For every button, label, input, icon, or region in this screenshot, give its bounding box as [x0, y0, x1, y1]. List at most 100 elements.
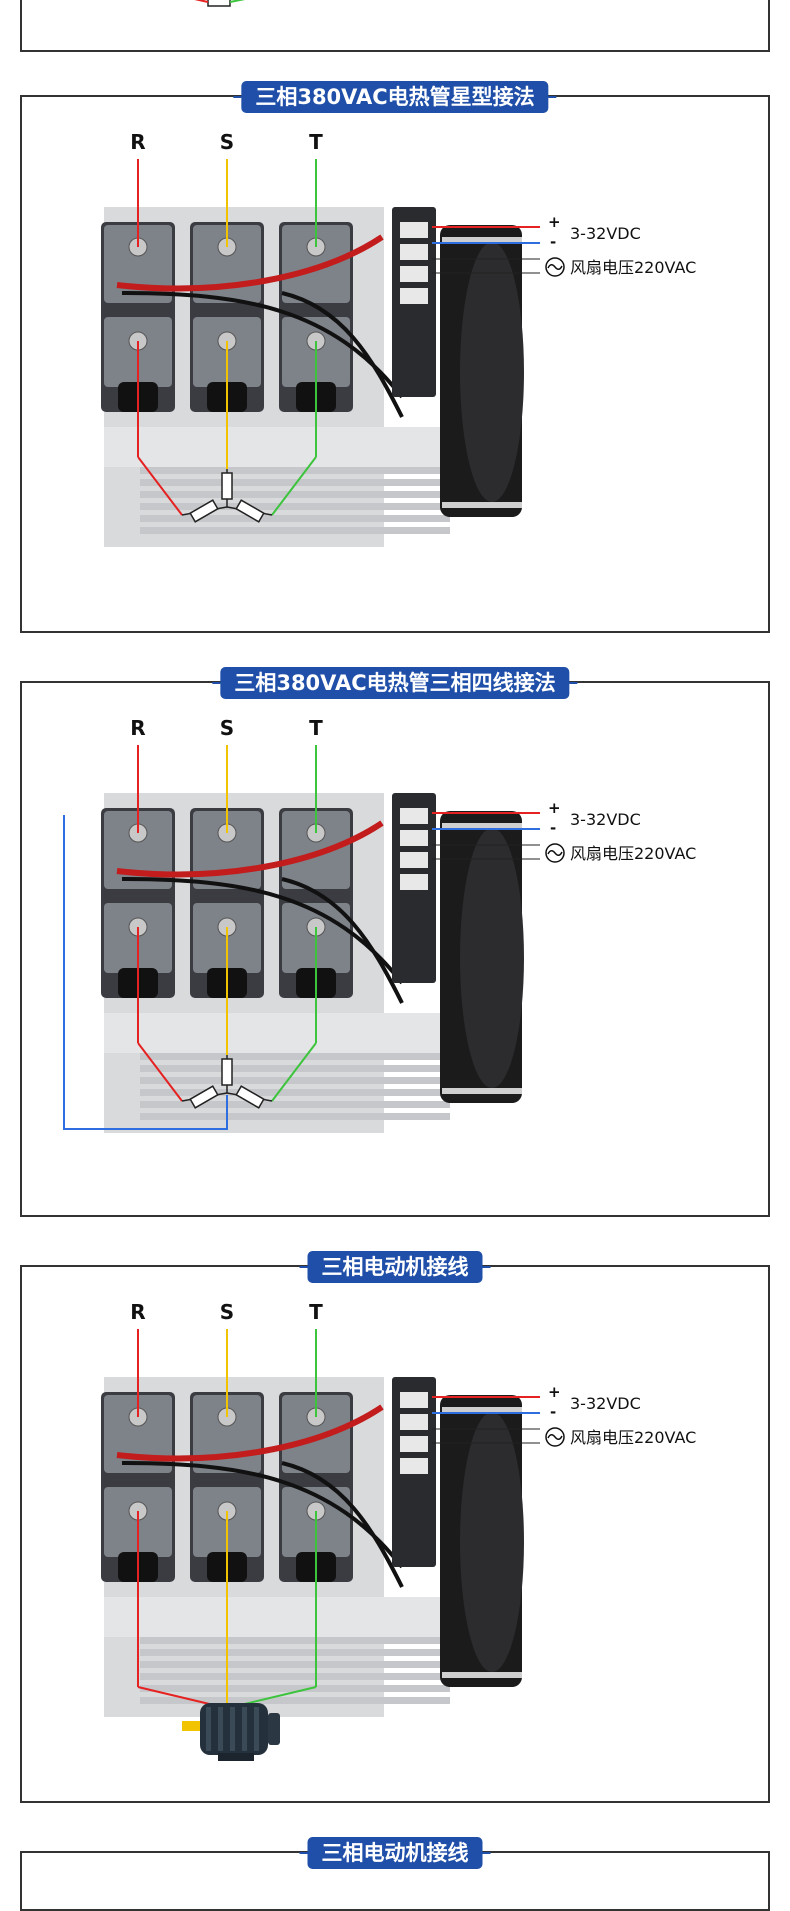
- terminal-screw: [400, 808, 428, 824]
- phase-wire-t-bottom: [271, 456, 317, 516]
- phase-wire-t-bottom: [271, 1042, 317, 1102]
- phase-label-s: S: [220, 716, 234, 740]
- heatsink-fin: [140, 1673, 450, 1680]
- fan-blades: [460, 1412, 524, 1672]
- heatsink-fin: [140, 1089, 450, 1096]
- partial-diagram: [194, 0, 246, 7]
- fan-voltage-label: 风扇电压220VAC: [570, 1428, 696, 1447]
- phase-label-r: R: [130, 716, 145, 740]
- dc-voltage-label: 3-32VDC: [570, 224, 641, 243]
- heatsink-fin: [140, 1065, 450, 1072]
- relay-cover-top: [282, 225, 350, 303]
- relay-cover-top: [282, 1395, 350, 1473]
- dc-voltage-label: 3-32VDC: [570, 1394, 641, 1413]
- load-wiring: [137, 341, 317, 523]
- ac-symbol-icon: [545, 843, 565, 863]
- phase-wire-r-bottom: [137, 456, 183, 516]
- motor-fin: [254, 1707, 259, 1751]
- section-title: 三相电动机接线: [299, 1837, 491, 1869]
- phase-label-t: T: [309, 1300, 323, 1324]
- heater-element: [189, 1085, 219, 1109]
- heatsink-fin: [140, 1685, 450, 1692]
- neutral-wire-n: [63, 815, 228, 1130]
- section-top-partial: [20, 0, 770, 52]
- motor-fin: [242, 1707, 247, 1751]
- section-title: 三相380VAC电热管星型接法: [233, 81, 558, 113]
- phase-wire-r-bottom: [137, 1042, 183, 1102]
- dc-plus-sign: +: [548, 213, 561, 231]
- ac-symbol-icon: [545, 257, 565, 277]
- fan-bracket: [442, 1407, 522, 1413]
- heater-element: [189, 499, 219, 523]
- fan-bracket: [442, 237, 522, 243]
- terminal-screw: [400, 244, 428, 260]
- motor-icon: [182, 1703, 280, 1761]
- fan-bracket: [442, 1672, 522, 1678]
- star-heater-load: [181, 469, 273, 523]
- section-title: 三相电动机接线: [299, 1251, 491, 1283]
- heatsink-fin: [140, 1697, 450, 1704]
- heatsink-fin: [140, 1077, 450, 1084]
- ssr-module-assembly: [101, 793, 524, 1133]
- heatsink-fin: [140, 527, 450, 534]
- dc-minus-sign: -: [550, 819, 556, 837]
- fan-voltage-label: 风扇电压220VAC: [570, 258, 696, 277]
- fan-bracket: [442, 1088, 522, 1094]
- heatsink-fin: [140, 1661, 450, 1668]
- motor-fin: [230, 1707, 235, 1751]
- ac-wave-icon: [547, 850, 563, 856]
- terminal-screw: [400, 830, 428, 846]
- phase-label-r: R: [130, 1300, 145, 1324]
- motor-fin: [218, 1707, 223, 1751]
- ac-symbol-icon: [545, 1427, 565, 1447]
- load-wiring: [137, 1511, 317, 1761]
- control-wire-black: [281, 291, 404, 418]
- relay-cover-top: [282, 811, 350, 889]
- heater-element: [221, 472, 233, 500]
- terminal-screw: [400, 288, 428, 304]
- heatsink-base: [104, 1597, 444, 1637]
- heatsink-fin: [140, 503, 450, 510]
- control-wire-black: [281, 877, 404, 1004]
- heater-element: [235, 499, 265, 523]
- fan-voltage-label: 风扇电压220VAC: [570, 844, 696, 863]
- terminal-screw: [400, 222, 428, 238]
- star-heater-load: [181, 1055, 273, 1109]
- heater-element: [221, 1058, 233, 1086]
- motor-fin: [206, 1707, 211, 1751]
- phase-label-r: R: [130, 130, 145, 154]
- ac-wave-icon: [547, 1434, 563, 1440]
- section-motor-wiring-partial: 三相电动机接线: [20, 1837, 770, 1911]
- heatsink-fin: [140, 1101, 450, 1108]
- heatsink-fin: [140, 1113, 450, 1120]
- control-wire-black: [281, 1461, 404, 1588]
- dc-plus-sign: +: [548, 799, 561, 817]
- motor-shaft: [182, 1721, 200, 1731]
- section-title: 三相380VAC电热管三相四线接法: [212, 667, 578, 699]
- heatsink-base: [104, 1013, 444, 1053]
- motor-foot: [218, 1753, 254, 1761]
- heatsink-fin: [140, 1637, 450, 1644]
- heatsink-fin: [140, 1053, 450, 1060]
- dc-minus-sign: -: [550, 1403, 556, 1421]
- ssr-module-assembly: [101, 1377, 524, 1717]
- fan-bracket: [442, 823, 522, 829]
- ssr-module-assembly: [101, 207, 524, 547]
- fan-blades: [460, 242, 524, 502]
- ac-wave-icon: [547, 264, 563, 270]
- control-labels: + -3-32VDC 风扇电压220VAC: [432, 1383, 696, 1447]
- fan-bracket: [442, 502, 522, 508]
- dc-plus-sign: +: [548, 1383, 561, 1401]
- heatsink-fin: [140, 467, 450, 474]
- terminal-screw: [400, 1436, 428, 1452]
- control-wire-red: [116, 820, 384, 878]
